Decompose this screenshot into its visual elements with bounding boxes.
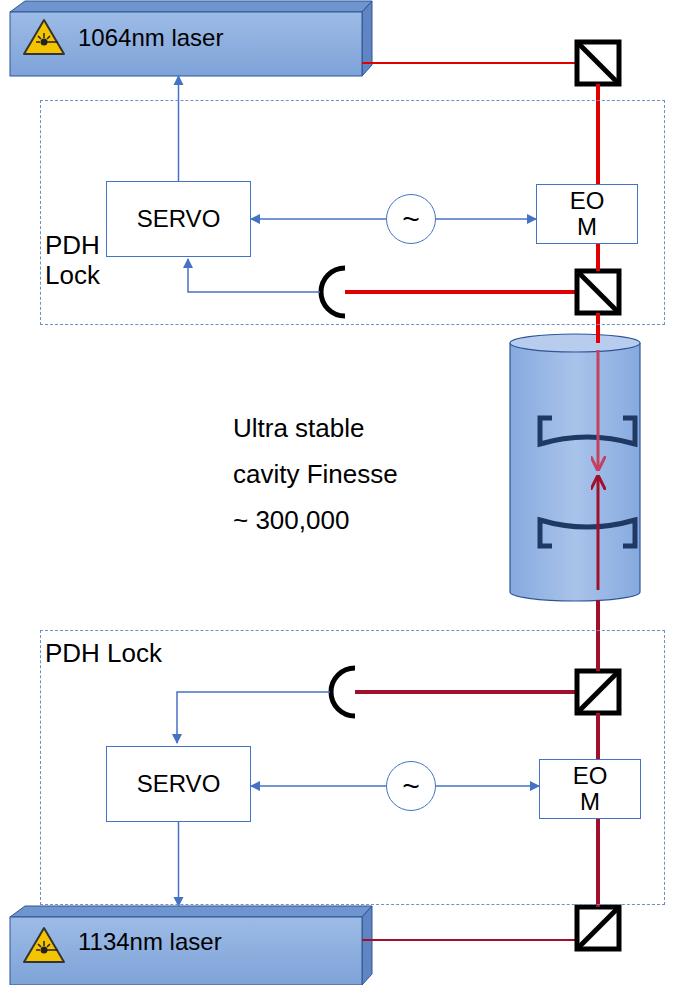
node-label: EOM [567,188,607,241]
control-arrow [436,218,536,220]
control-arrow [178,76,180,181]
eom-box: EOM [536,184,638,244]
control-arrow [178,822,180,906]
laser-source: 1134nm laser [10,906,372,985]
group-heading: PDH Lock [45,639,162,669]
laser-beam [355,478,598,940]
signal-line [188,259,320,292]
laser-source: 1064nm laser [10,0,372,76]
servo-box: SERVO [106,181,251,257]
eom-box: EOM [539,759,641,819]
node-label: 1064nm laser [78,24,223,52]
control-arrow [436,785,539,787]
beam-splitter [577,42,619,84]
laser-housing [10,1,372,76]
control-arrow [251,218,386,220]
node-label: SERVO [137,770,221,798]
node-label: ~ [402,204,420,234]
cavity-mirror [540,520,635,546]
node-label: 1134nm laser [78,928,222,956]
servo-box: SERVO [106,746,251,822]
control-arrow [251,785,386,787]
pdh-lock-group: PDH LockSERVO~EOM [40,100,665,325]
photodetector [321,268,345,316]
node-label: EOM [570,763,610,816]
ultra-stable-cavity [510,334,640,601]
beam-splitter [577,671,619,713]
signal-line [177,692,330,743]
pdh-lock-group: PDH LockSERVO ~ EOM [40,630,665,905]
node-label: ~ [402,771,420,801]
laser-beam [596,602,600,907]
node-label: SERVO [137,205,221,233]
cavity-mirror [540,418,635,444]
photodetector [331,668,355,716]
laser-beam [345,63,598,468]
oscillator-circle: ~ [386,194,436,244]
cavity-label: Ultra stable cavity Finesse ~ 300,000 [233,405,398,543]
oscillator-circle: ~ [386,761,436,811]
laser-housing [10,906,372,985]
beam-splitter [577,271,619,313]
beam-splitter [577,907,619,949]
